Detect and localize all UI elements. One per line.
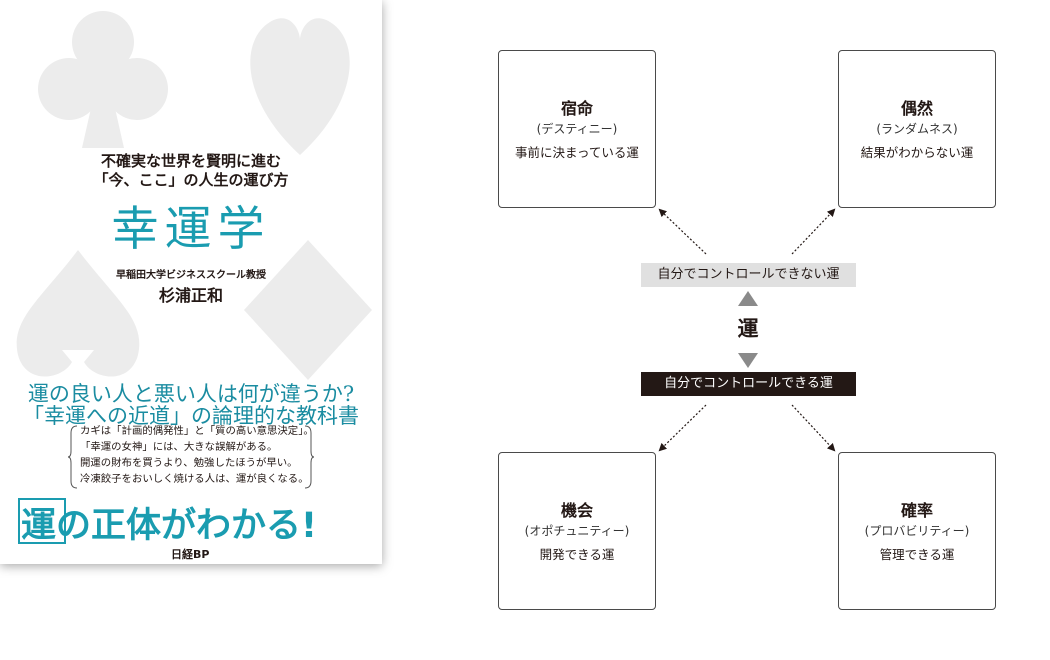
node-title: 確率 [900,501,933,520]
controllable-luck-label: 自分でコントロールできる運 [641,372,856,396]
book-cover: 不確実な世界を賢明に進む 「今、ここ」の人生の運び方 幸運学 早稲田大学ビジネス… [0,0,382,564]
right-brace-icon [304,425,314,489]
diamond-icon [244,240,372,380]
arrow-to-probability [791,404,836,452]
node-opportunity: 機会 (オポチュニティー) 開発できる運 [498,452,656,610]
cover-tagline-2: 「今、ここ」の人生の運び方 [93,171,289,189]
node-reading: (オポチュニティー) [524,524,630,538]
cover-publisher: 日経BP [171,548,210,561]
club-icon [38,11,168,148]
cover-author: 杉浦正和 [158,286,223,305]
node-description: 結果がわからない運 [860,145,974,160]
node-probability: 確率 (プロバビリティー) 管理できる運 [838,452,996,610]
catch-kanji-frame [18,498,66,544]
cover-affiliation: 早稲田大学ビジネススクール教授 [116,270,266,281]
node-title: 偶然 [900,99,933,118]
node-reading: (プロバビリティー) [864,524,970,538]
heart-icon [250,18,350,155]
node-title: 機会 [560,501,593,520]
node-reading: (ランダムネス) [876,122,958,136]
node-description: 管理できる運 [879,547,955,562]
node-chance: 偶然 (ランダムネス) 結果がわからない運 [838,50,996,208]
catch-rest: の正体がわかる! [56,506,317,546]
cover-tagline-1: 不確実な世界を賢明に進む [100,152,281,170]
cover-bullet: カギは「計画的偶発性」と「質の高い意思決定」。 [80,425,314,437]
catch-kanji: 運 [21,506,57,546]
card-suits-background [16,11,372,380]
cover-bullet-list: カギは「計画的偶発性」と「質の高い意思決定」。 「幸運の女神」には、大きな誤解が… [80,423,314,487]
left-brace-icon [68,425,78,489]
uncontrollable-luck-label: 自分でコントロールできない運 [641,263,856,287]
cover-bullet: 冷凍餃子をおいしく焼ける人は、運が良くなる。 [80,473,309,485]
node-description: 開発できる運 [539,547,615,562]
triangle-up-icon [738,291,758,306]
cover-question: 運の良い人と悪い人は何が違うか? [27,382,355,406]
node-reading: (デスティニー) [536,122,618,136]
arrow-to-chance [791,208,836,255]
spade-icon [16,250,140,377]
arrow-to-fate [658,208,707,255]
cover-title: 幸運学 [111,202,271,257]
cover-subtitle: 「幸運への近道」の論理的な教科書 [23,404,359,428]
cover-catchphrase: 運の正体がわかる! [21,497,317,548]
node-description: 事前に決まっている運 [515,145,639,160]
cover-bullet: 「幸運の女神」には、大きな誤解がある。 [80,441,278,453]
cover-bullet: 開運の財布を買うより、勉強したほうが早い。 [80,457,298,469]
arrow-to-opportunity [658,404,707,452]
node-fate: 宿命 (デスティニー) 事前に決まっている運 [498,50,656,208]
triangle-down-icon [738,353,758,368]
center-luck-label: 運 [737,317,759,341]
node-title: 宿命 [560,99,593,118]
